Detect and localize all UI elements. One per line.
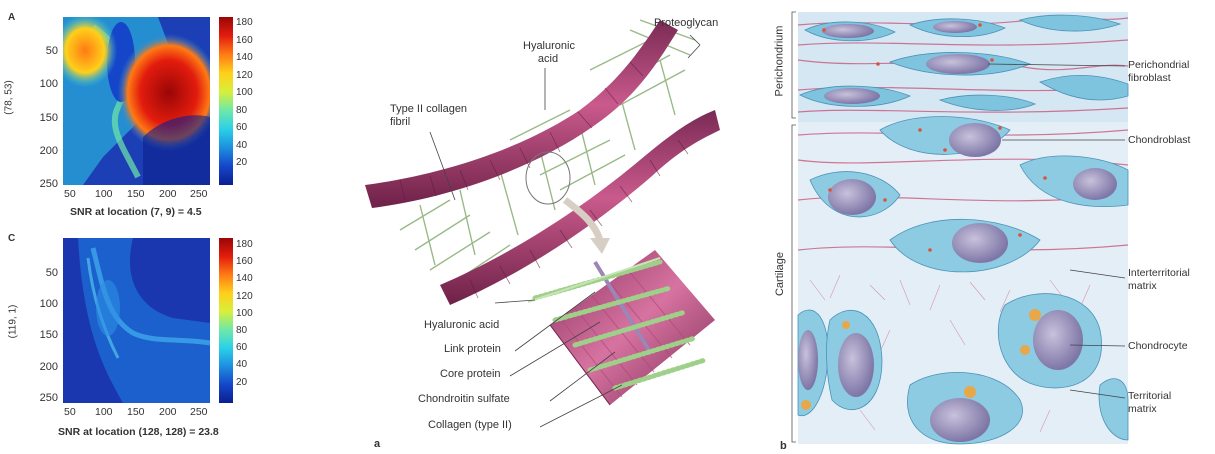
cbar-tick: 180 xyxy=(236,14,253,32)
label-chondroblast: Chondroblast xyxy=(1128,134,1190,146)
ytick: 250 xyxy=(40,392,58,404)
label-interterritorial-matrix: Interterritorial matrix xyxy=(1128,267,1214,293)
panel-a-colorbar xyxy=(219,17,233,185)
cbar-tick: 140 xyxy=(236,270,253,287)
panel-a-label: a xyxy=(374,438,380,450)
label-chondroitin-sulfate: Chondroitin sulfate xyxy=(418,393,510,405)
cbar-tick: 160 xyxy=(236,253,253,270)
xtick: 100 xyxy=(95,406,113,418)
ytick: 200 xyxy=(40,145,58,157)
panel-a-heatmap xyxy=(63,17,210,185)
panel-c-heatmap xyxy=(63,238,210,403)
xtick: 250 xyxy=(190,406,208,418)
cartilage-bracket xyxy=(792,125,796,442)
label-hyaluronic-acid-top: Hyaluronic acid xyxy=(523,40,573,66)
panel-a-colorbar-ticks: 180 160 140 120 100 80 60 40 20 xyxy=(236,14,253,172)
ytick: 150 xyxy=(40,112,58,124)
panel-c-xlabel: SNR at location (128, 128) = 23.8 xyxy=(58,426,219,438)
cbar-tick: 180 xyxy=(236,236,253,253)
xtick: 200 xyxy=(159,406,177,418)
panel-c-colorbar xyxy=(219,238,233,403)
xtick: 50 xyxy=(64,406,76,418)
cbar-tick: 140 xyxy=(236,49,253,67)
label-link-protein: Link protein xyxy=(444,343,501,355)
zoomed-fibril xyxy=(528,250,715,405)
panel-c-ylabel: (119, 1) xyxy=(7,305,18,339)
cbar-tick: 120 xyxy=(236,288,253,305)
ytick: 100 xyxy=(40,298,58,310)
xtick: 50 xyxy=(64,188,76,200)
diagram-b: Perichondrium Cartilage xyxy=(770,0,1215,454)
label-proteoglycan: Proteoglycan xyxy=(654,17,718,29)
ytick: 100 xyxy=(40,78,58,90)
perichondrium-bracket xyxy=(792,12,796,118)
panel-c-letter: C xyxy=(8,233,15,244)
label-chondrocyte: Chondrocyte xyxy=(1128,340,1188,352)
panel-a-xlabel: SNR at location (7, 9) = 4.5 xyxy=(70,206,202,218)
zoom-circle xyxy=(526,152,570,204)
cbar-tick: 60 xyxy=(236,119,253,137)
cbar-tick: 40 xyxy=(236,137,253,155)
cbar-tick: 20 xyxy=(236,154,253,172)
ytick: 200 xyxy=(40,361,58,373)
mri-panels: A (78, 53) 50 100 150 200 250 xyxy=(0,0,250,454)
cbar-tick: 120 xyxy=(236,67,253,85)
ytick: 50 xyxy=(46,267,58,279)
panel-b-label: b xyxy=(780,440,787,452)
cbar-tick: 160 xyxy=(236,32,253,50)
cbar-tick: 100 xyxy=(236,305,253,322)
panel-c-colorbar-ticks: 180 160 140 120 100 80 60 40 20 xyxy=(236,236,253,391)
panel-a-letter: A xyxy=(8,12,15,23)
xtick: 250 xyxy=(190,188,208,200)
diagram-a: Proteoglycan Hyaluronic acid Type II col… xyxy=(360,0,760,454)
xtick: 200 xyxy=(159,188,177,200)
label-core-protein: Core protein xyxy=(440,368,501,380)
cbar-tick: 60 xyxy=(236,339,253,356)
label-hyaluronic-acid: Hyaluronic acid xyxy=(424,319,499,331)
cbar-tick: 20 xyxy=(236,374,253,391)
cbar-tick: 80 xyxy=(236,102,253,120)
xtick: 100 xyxy=(95,188,113,200)
cbar-tick: 80 xyxy=(236,322,253,339)
label-type2-collagen-fibril: Type II collagen fibril xyxy=(390,103,480,129)
collagen-illustration xyxy=(360,0,760,454)
xtick: 150 xyxy=(127,406,145,418)
xtick: 150 xyxy=(127,188,145,200)
ytick: 250 xyxy=(40,178,58,190)
cbar-tick: 40 xyxy=(236,356,253,373)
panel-a-ylabel: (78, 53) xyxy=(4,80,15,114)
label-territorial-matrix: Territorial matrix xyxy=(1128,390,1198,416)
label-perichondrial-fibroblast: Perichondrial fibroblast xyxy=(1128,59,1214,85)
cbar-tick: 100 xyxy=(236,84,253,102)
ytick: 50 xyxy=(46,45,58,57)
label-collagen-type2: Collagen (type II) xyxy=(428,419,512,431)
ytick: 150 xyxy=(40,329,58,341)
